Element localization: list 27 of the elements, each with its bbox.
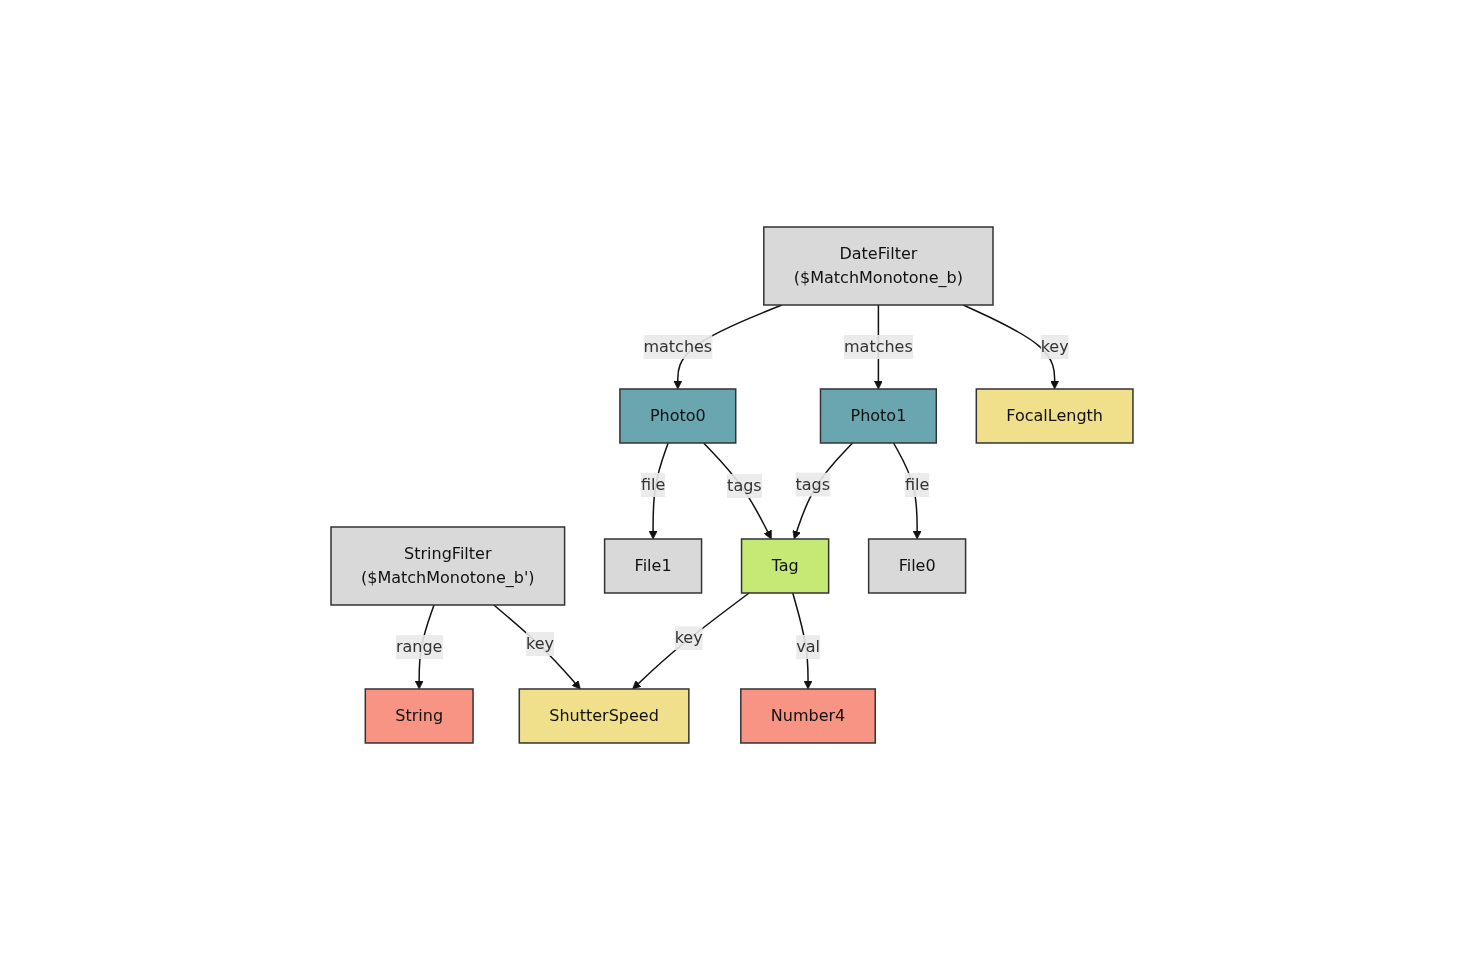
node-box: String: [364, 688, 474, 744]
node-box: Photo1: [819, 388, 938, 444]
node-box: Number4: [740, 688, 876, 744]
node-box: FocalLength: [975, 388, 1134, 444]
arrow: [632, 592, 750, 690]
edge-label: tags: [795, 474, 831, 494]
edge-label: key: [674, 628, 703, 648]
edge-label: matches: [844, 337, 913, 356]
arrow: [792, 592, 813, 690]
edge-label: file: [640, 474, 666, 494]
node-box: DateFilter ($MatchMonotone_b): [763, 226, 994, 306]
node-box: File0: [867, 538, 967, 594]
node-box: Photo0: [619, 388, 737, 444]
edge-label: matches: [643, 337, 713, 356]
edge-label: key: [525, 634, 554, 654]
arrow: [792, 442, 854, 540]
edge-label: range: [395, 636, 443, 656]
edge-label: key: [1040, 337, 1069, 356]
node-box: File1: [603, 538, 703, 594]
arrow: [702, 442, 772, 540]
edge-label: file: [904, 474, 930, 494]
node-box: ShutterSpeed: [518, 688, 690, 744]
edge-label: tags: [727, 476, 762, 496]
node-box: Tag: [740, 538, 830, 594]
edge-label: val: [796, 636, 820, 656]
arrow: [493, 604, 581, 690]
node-box: StringFilter ($MatchMonotone_b'): [330, 526, 566, 606]
